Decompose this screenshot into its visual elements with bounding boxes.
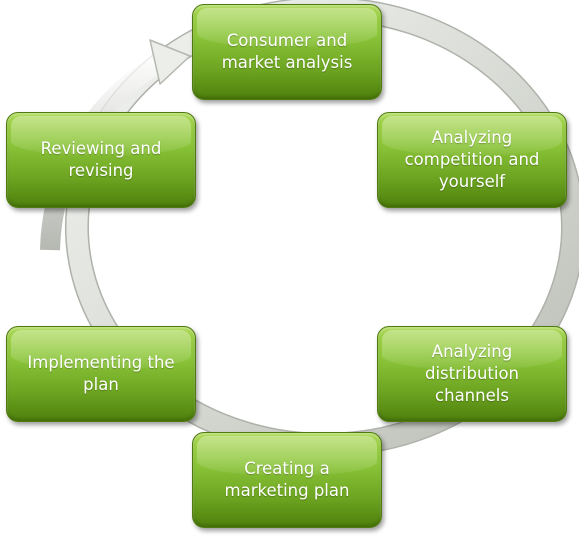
step-reviewing-revising: Reviewing and revising <box>6 112 196 208</box>
step-creating-marketing-plan: Creating a marketing plan <box>192 432 382 528</box>
step-label: Analyzing competition and yourself <box>404 128 540 191</box>
step-label: Analyzing distribution channels <box>424 342 520 405</box>
step-analyzing-distribution: Analyzing distribution channels <box>377 326 567 422</box>
ring-arrowhead <box>149 39 191 85</box>
step-implementing-plan: Implementing the plan <box>6 326 196 422</box>
step-label: Consumer and market analysis <box>221 31 353 72</box>
step-analyzing-competition: Analyzing competition and yourself <box>377 112 567 208</box>
step-label: Creating a marketing plan <box>224 459 350 500</box>
step-label: Implementing the plan <box>27 353 175 394</box>
step-consumer-market-analysis: Consumer and market analysis <box>192 4 382 100</box>
step-label: Reviewing and revising <box>40 139 162 180</box>
